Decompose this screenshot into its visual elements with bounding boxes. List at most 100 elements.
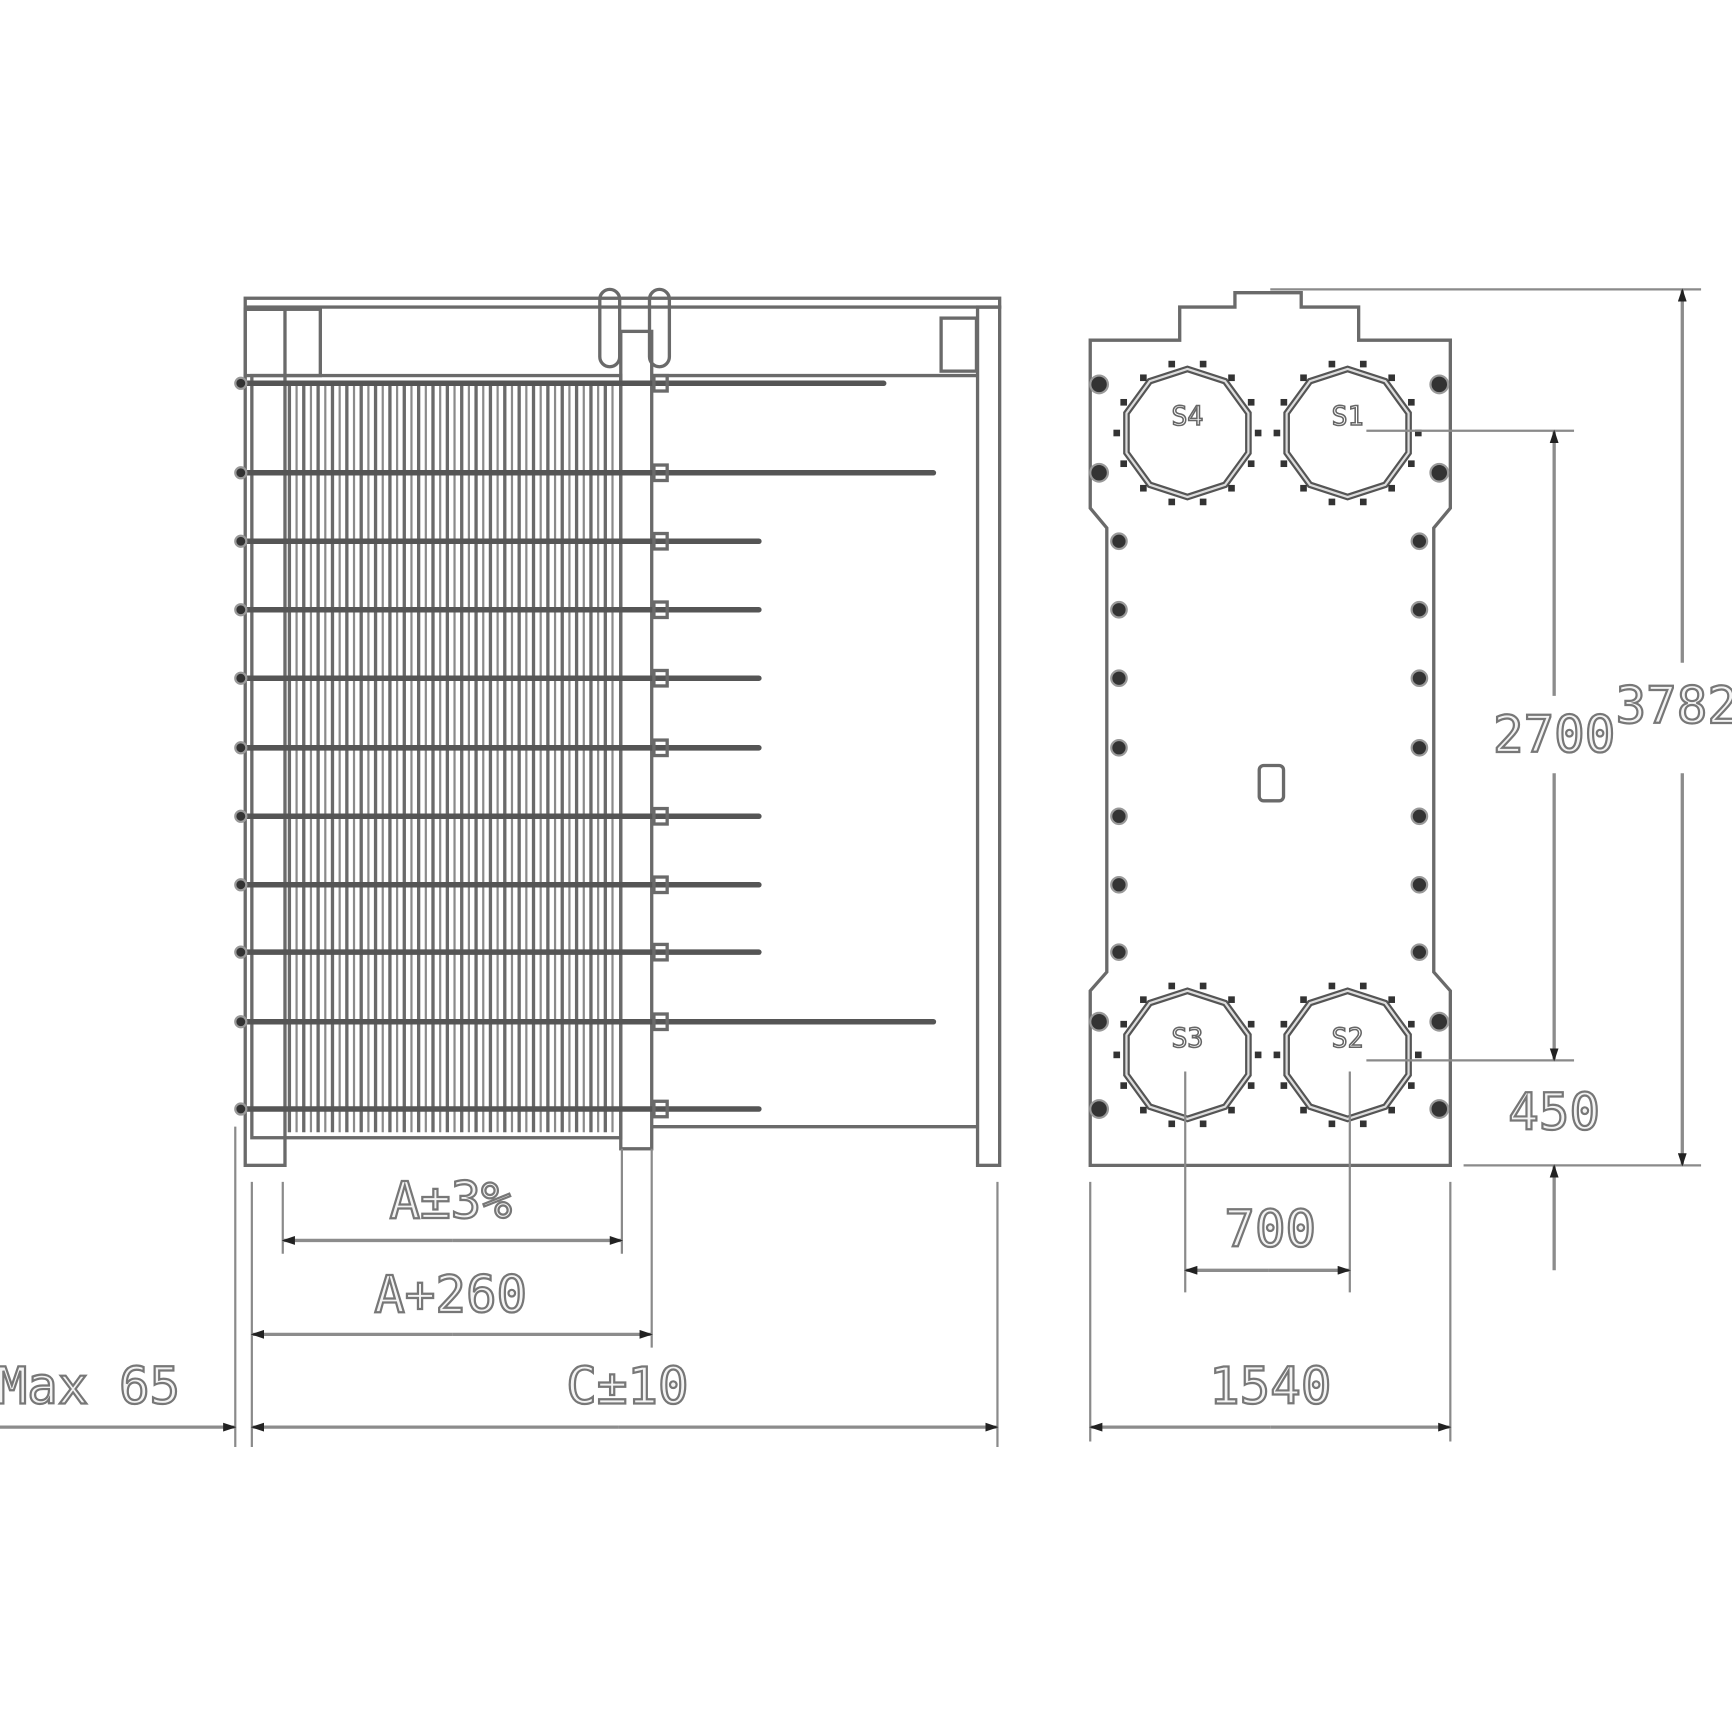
port-stud (1140, 1106, 1147, 1114)
tie-bar-nut (234, 809, 248, 823)
tie-bar-nut (652, 463, 669, 483)
tie-bar-nut (234, 466, 248, 480)
port-stud (1359, 360, 1367, 368)
dim-label-port-vertical: 2700 (1493, 705, 1615, 764)
support-column (975, 305, 1002, 1168)
upper-fixed-box (243, 307, 322, 378)
port-s4: S4 (1113, 360, 1262, 506)
bolt (1089, 1099, 1110, 1119)
port-stud (1120, 1082, 1128, 1089)
port-stud (1414, 1051, 1422, 1059)
top-carrying-bar (243, 296, 1002, 309)
side-view (234, 287, 1002, 1168)
dim-label-overall-width: 1540 (1209, 1357, 1331, 1416)
bolt (1110, 532, 1128, 551)
tie-bar-nut (234, 1015, 248, 1029)
port-stud (1140, 484, 1147, 492)
port-stud (1300, 996, 1307, 1003)
tie-bar-nut (234, 945, 248, 959)
port-stud (1228, 484, 1235, 492)
dimensions: A±3% A+260 C±10 Max 65 3782 2700 450 700… (0, 288, 1732, 1448)
bolts (1089, 374, 1450, 1119)
tie-bar-nut (652, 806, 669, 826)
tie-bar-nut (234, 376, 248, 390)
port-stud (1280, 1020, 1288, 1028)
port-stud (1388, 484, 1395, 492)
bolt (1429, 1099, 1450, 1119)
port-stud (1228, 996, 1235, 1003)
bolt (1089, 462, 1110, 483)
tie-bar-nut (652, 531, 669, 551)
tie-bar-nut (234, 1102, 248, 1116)
port-stud (1199, 1120, 1207, 1128)
port-stud (1388, 996, 1395, 1003)
port-stud (1328, 360, 1336, 368)
bolt (1110, 943, 1128, 961)
bolt (1410, 600, 1429, 619)
tie-bar-nut (234, 741, 248, 755)
bolt (1110, 738, 1128, 757)
port-stud (1113, 1051, 1121, 1059)
port-stud (1300, 374, 1307, 382)
port-stud (1280, 460, 1288, 468)
dim-label-max-overhang: Max 65 (0, 1357, 180, 1416)
port-stud (1359, 1120, 1367, 1128)
port-stud (1168, 360, 1176, 368)
upper-column-box (939, 316, 979, 373)
port-ring-highlight (1285, 989, 1410, 1121)
bolt (1410, 738, 1429, 757)
tie-bar-nut (234, 603, 248, 617)
port-stud (1228, 374, 1235, 382)
port-stud (1388, 374, 1395, 382)
tie-bar-nut (652, 738, 669, 758)
port-stud (1247, 460, 1255, 468)
port-stud (1408, 1082, 1415, 1089)
bolt (1410, 807, 1429, 826)
bolt (1410, 669, 1429, 688)
port-stud (1247, 1020, 1255, 1028)
port-stud (1300, 1106, 1307, 1114)
port-stud (1199, 360, 1207, 368)
port-stud (1408, 398, 1415, 406)
port-label: S2 (1332, 1023, 1364, 1054)
port-stud (1414, 429, 1422, 437)
port-stud (1328, 982, 1336, 990)
port-stud (1120, 398, 1128, 406)
tie-bar-nut (652, 668, 669, 688)
tie-bar-nut (652, 942, 669, 962)
port-stud (1168, 1120, 1176, 1128)
bolt (1429, 374, 1450, 395)
pressure-plate (619, 329, 654, 1151)
tie-bar-nut (652, 1099, 669, 1119)
bolt (1110, 669, 1128, 688)
port-stud (1300, 484, 1307, 492)
port-stud (1328, 1120, 1336, 1128)
port-stud (1113, 429, 1121, 437)
bolt (1089, 374, 1110, 395)
bolt (1410, 943, 1429, 961)
port-stud (1247, 398, 1255, 406)
bolt (1429, 1011, 1450, 1032)
tie-bars (234, 373, 937, 1119)
dim-label-bottom-port: 450 (1508, 1083, 1600, 1142)
port-stud (1388, 1106, 1395, 1114)
port-s1: S1 (1273, 360, 1422, 506)
frame-plate-outline (1088, 291, 1452, 1168)
port-stud (1140, 374, 1147, 382)
port-stud (1120, 1020, 1128, 1028)
tie-bar-nut (234, 671, 248, 685)
bolt (1110, 600, 1128, 619)
port-stud (1408, 1020, 1415, 1028)
port-stud (1199, 982, 1207, 990)
port-stud (1168, 498, 1176, 506)
plate-pack (250, 373, 623, 1140)
port-stud (1273, 1051, 1281, 1059)
center-marker (1257, 763, 1286, 803)
dim-label-port-horizontal: 700 (1224, 1200, 1316, 1259)
port-ring-highlight (1125, 989, 1250, 1121)
tie-bar-nut (652, 373, 669, 393)
tie-bar-nut (652, 1012, 669, 1032)
dim-label-pack-frames: A+260 (374, 1265, 527, 1324)
